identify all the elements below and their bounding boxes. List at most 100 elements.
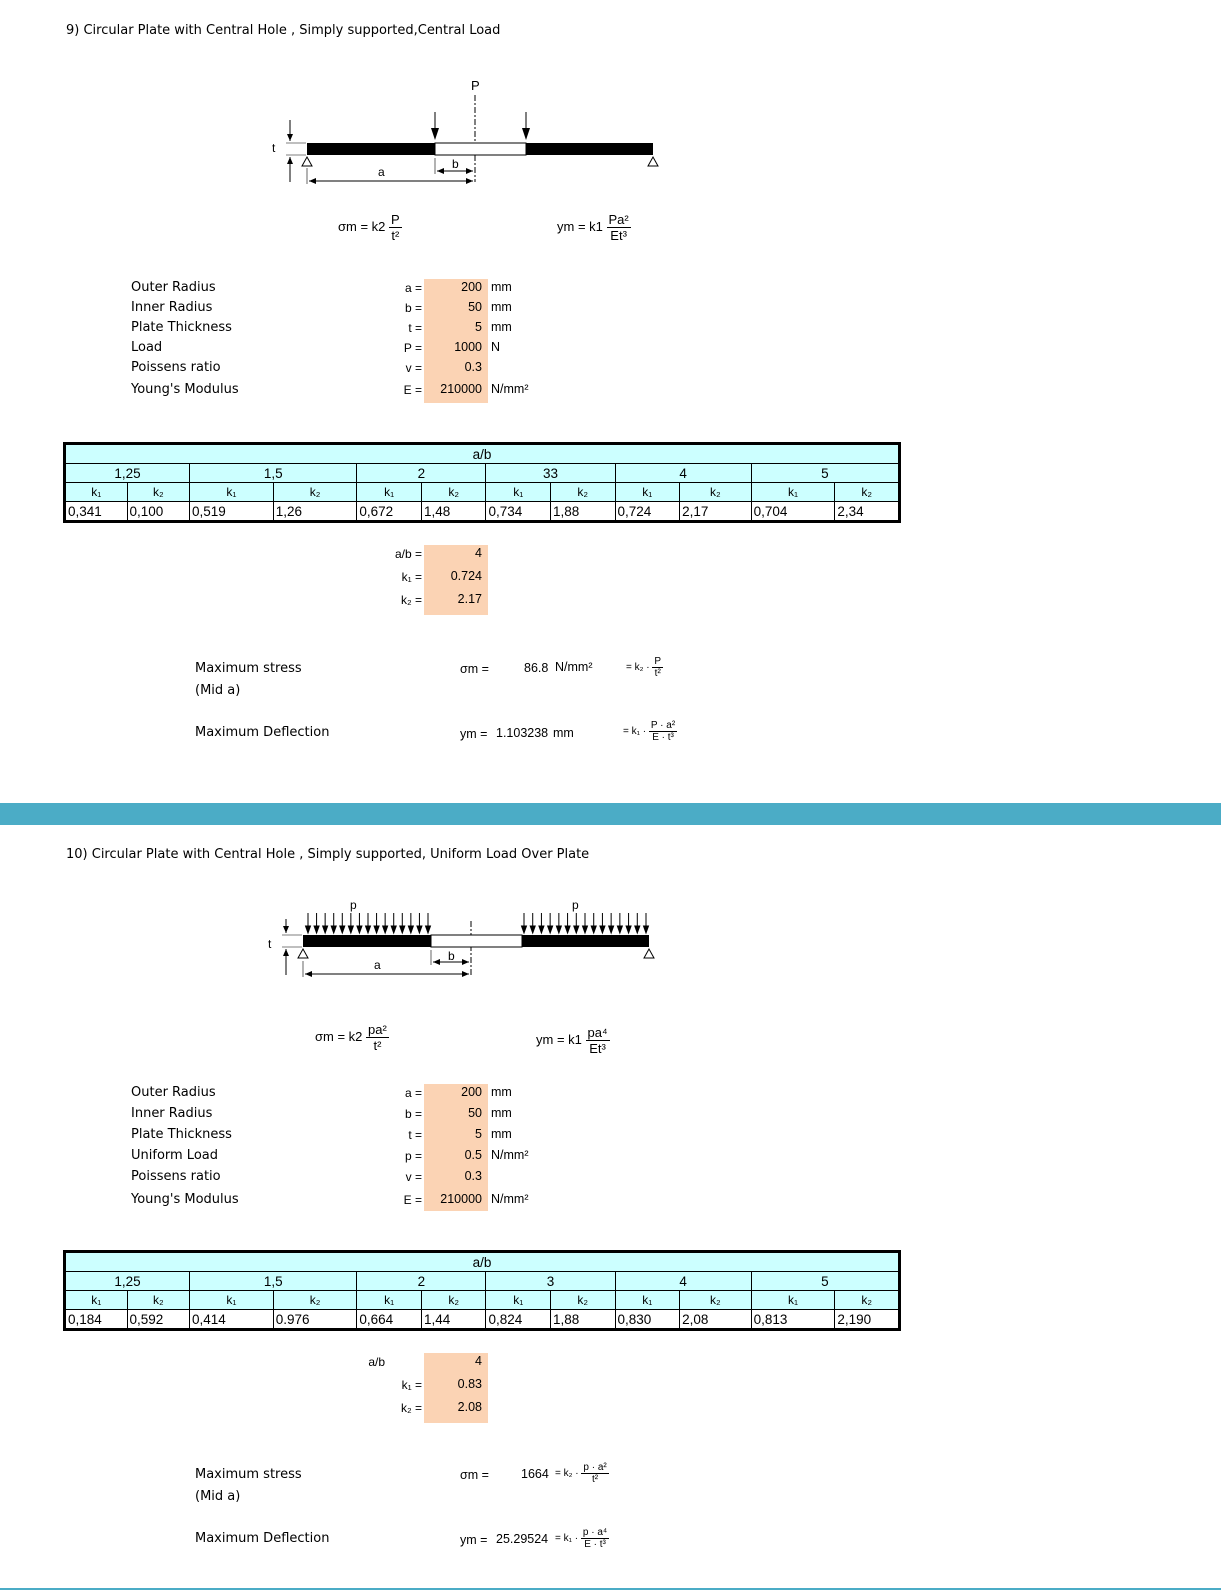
parameter-label: Load [131,340,163,355]
coefficient-value[interactable]: 1,88 [550,1309,616,1330]
coefficient-header: k₂ [272,1290,358,1310]
coefficient-header: k₁ [614,1290,681,1310]
coefficient-value[interactable]: 0.976 [272,1309,358,1330]
coefficient-value[interactable]: 2,190 [834,1309,900,1330]
lookup-value[interactable]: 4 [475,546,482,560]
parameter-value[interactable]: 210000 [440,1192,482,1206]
parameter-value[interactable]: 0.5 [464,1148,482,1162]
parameter-value[interactable]: 200 [461,280,482,294]
parameter-value[interactable]: 5 [475,1127,482,1141]
coefficient-value[interactable]: 0,734 [485,501,551,522]
parameter-label: Poissens ratio [131,1169,221,1184]
lookup-value[interactable]: 2.08 [457,1400,482,1414]
parameter-label: Young's Modulus [131,382,239,397]
ratio-group-header: 3 [485,1271,616,1291]
coefficient-value[interactable]: 0,519 [189,501,274,522]
parameter-symbol: t = [408,1128,422,1142]
coefficient-value[interactable]: 0,414 [189,1309,274,1330]
coefficient-header: k₂ [834,1290,900,1310]
coefficient-value[interactable]: 0,184 [64,1309,128,1330]
coefficient-value[interactable]: 1,48 [420,501,487,522]
coefficient-value[interactable]: 0,830 [614,1309,681,1330]
coefficient-value[interactable]: 1,88 [550,501,616,522]
lookup-row: k₁ = 0.724 [0,569,600,589]
parameter-label: Inner Radius [131,1106,213,1121]
coefficient-value[interactable]: 0,704 [750,501,836,522]
max-deflection-label: Maximum Deflection [195,1531,330,1546]
parameter-value[interactable]: 0.3 [464,1169,482,1183]
central-load-diagram: P t b a [272,78,659,184]
coefficient-value[interactable]: 2,08 [679,1309,752,1330]
parameter-value[interactable]: 1000 [454,340,482,354]
ratio-group-header: 33 [485,463,616,483]
stress-value: 1664 [521,1467,549,1481]
parameter-label: Inner Radius [131,300,213,315]
parameter-value[interactable]: 50 [468,300,482,314]
coefficient-value[interactable]: 0,824 [485,1309,551,1330]
coefficient-value[interactable]: 0,672 [356,501,422,522]
coefficient-header: k₁ [750,1290,836,1310]
lookup-symbol: k₁ = [401,570,422,584]
outer-radius-label: a [378,165,385,179]
parameter-value[interactable]: 5 [475,320,482,334]
coefficient-header: k₁ [614,482,681,502]
lookup-symbol: a/b = [394,547,422,561]
coefficient-value[interactable]: 1,44 [420,1309,487,1330]
coefficient-header: k₁ [356,1290,422,1310]
parameter-value[interactable]: 200 [461,1085,482,1099]
stress-value: 86.8 [524,661,549,675]
ratio-group-header: 1,25 [63,1271,191,1291]
parameter-label: Outer Radius [131,1085,216,1100]
parameter-value[interactable]: 0.3 [464,360,482,374]
deflection-unit: mm [553,726,574,740]
section-10-title: 10) Circular Plate with Central Hole , S… [66,847,590,862]
mid-a-label: (Mid a) [195,683,241,698]
parameter-unit: mm [491,1106,512,1120]
coefficient-value[interactable]: 0,592 [126,1309,191,1330]
coefficient-value[interactable]: 2,17 [679,501,752,522]
ratio-group-header: 1,5 [189,1271,358,1291]
table-header: a/b [64,1251,900,1272]
coefficient-value[interactable]: 0,724 [614,501,681,522]
ratio-group-header: 1,25 [63,463,191,483]
bottom-rule [0,1588,1221,1590]
parameter-value[interactable]: 210000 [440,382,482,396]
coefficient-header: k₂ [126,1290,191,1310]
coefficient-value[interactable]: 1,26 [272,501,358,522]
max-stress-label: Maximum stress [195,661,302,676]
coefficient-header: k₁ [356,482,422,502]
coefficient-value[interactable]: 2,34 [834,501,900,522]
coefficient-value[interactable]: 0,813 [750,1309,836,1330]
lookup-value[interactable]: 4 [475,1354,482,1368]
table-header: a/b [64,443,900,464]
outer-radius-label: a [374,958,381,972]
parameter-unit: N/mm² [491,1148,529,1162]
coefficient-value[interactable]: 0,341 [64,501,128,522]
coefficient-value[interactable]: 0,664 [356,1309,422,1330]
lookup-value[interactable]: 0.83 [457,1377,482,1391]
lookup-value[interactable]: 0.724 [450,569,482,583]
parameter-label: Poissens ratio [131,360,221,375]
coefficient-header: k₁ [485,1290,551,1310]
parameter-symbol: t = [408,321,422,335]
coefficient-value[interactable]: 0,100 [126,501,191,522]
parameter-symbol: p = [404,1149,422,1163]
coefficient-header: k₁ [189,1290,274,1310]
parameter-label: Young's Modulus [131,1192,239,1207]
parameter-value[interactable]: 50 [468,1106,482,1120]
parameter-symbol: v = [405,361,422,375]
mid-a-label: (Mid a) [195,1489,241,1504]
lookup-value[interactable]: 2.17 [457,592,482,606]
lookup-symbol: a/b [368,1355,385,1369]
parameter-row: Poissens ratio v = 0.3 [0,360,600,380]
